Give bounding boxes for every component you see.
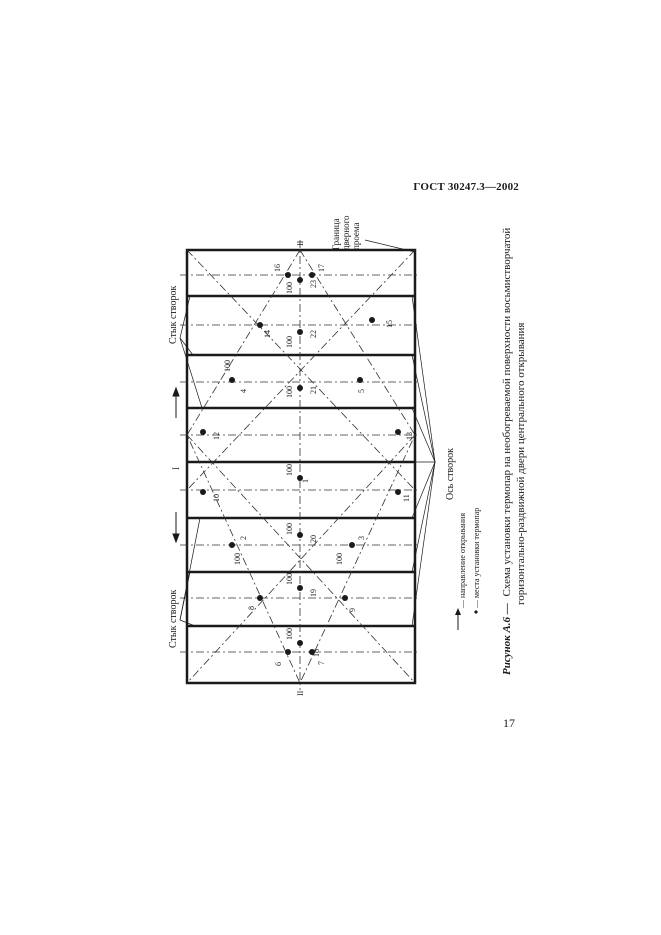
point-label: 7 bbox=[317, 661, 326, 665]
point-label: 11 bbox=[402, 494, 411, 502]
legend-arrow-text: — направление открывания bbox=[458, 513, 467, 609]
point-label: 13 bbox=[405, 432, 414, 440]
leader-lines bbox=[179, 239, 436, 627]
construction-lines bbox=[180, 240, 420, 690]
point-label: 4 bbox=[239, 389, 248, 393]
dim-label: 100 bbox=[285, 628, 294, 640]
legend: — направление открывания — места установ… bbox=[455, 508, 481, 630]
label-boundary-2: дверного bbox=[341, 215, 351, 250]
dim-label: 100 bbox=[285, 282, 294, 294]
caption-line2: горизонтально-раздвижной двери центральн… bbox=[515, 323, 527, 605]
dim-label: 100 bbox=[285, 464, 294, 476]
label-joint-left: Стык створок bbox=[168, 590, 179, 648]
section-I: I bbox=[171, 467, 181, 470]
leaf-joints bbox=[187, 294, 415, 628]
point-label: 2 bbox=[239, 536, 248, 540]
label-boundary-3: проема bbox=[351, 222, 361, 250]
point-label: 23 bbox=[309, 280, 318, 288]
point-labels: 1 2 3 4 5 6 7 8 9 10 11 12 13 14 15 16 1… bbox=[212, 264, 414, 666]
point-label: 10 bbox=[212, 494, 221, 502]
thermocouple-points bbox=[200, 272, 401, 655]
point-label: 6 bbox=[274, 662, 283, 666]
figure-caption: Рисунок А.6 — Схема установки термопар н… bbox=[501, 228, 527, 675]
point-label: 3 bbox=[357, 536, 366, 540]
point-label: 5 bbox=[357, 389, 366, 393]
dim-label: 100 bbox=[285, 573, 294, 585]
section-II-bottom: II bbox=[296, 690, 305, 696]
point-label: 22 bbox=[309, 330, 318, 338]
point-label: 17 bbox=[317, 264, 326, 272]
caption-label: Рисунок А.6 — bbox=[501, 603, 513, 675]
section-II-top: II bbox=[296, 240, 305, 246]
dim-label: 100 bbox=[223, 360, 232, 372]
standard-header: ГОСТ 30247.3—2002 bbox=[413, 181, 519, 193]
point-label: 12 bbox=[212, 432, 221, 440]
dim-label: 100 bbox=[285, 386, 294, 398]
opening-arrows bbox=[172, 386, 180, 544]
page-number: 17 bbox=[503, 716, 515, 730]
svg-text:Рисунок А.6 — Схема уста: Рисунок А.6 — Схема установки термопар н… bbox=[501, 228, 513, 675]
point-label: 1 bbox=[301, 479, 310, 483]
label-joint-right: Стык створок bbox=[168, 286, 179, 344]
point-label: 20 bbox=[309, 535, 318, 543]
caption-line1: Схема установки термопар на необогреваем… bbox=[501, 228, 513, 597]
point-label: 19 bbox=[309, 589, 318, 597]
point-label: 15 bbox=[385, 320, 394, 328]
point-label: 9 bbox=[348, 608, 357, 612]
dim-label: 100 bbox=[285, 523, 294, 535]
label-axis: Ось створок bbox=[445, 448, 456, 500]
point-label: 21 bbox=[309, 386, 318, 394]
dim-label: 100 bbox=[233, 553, 242, 565]
dimension-marks: 100 100 100 100 100 100 100 100 100 100 bbox=[223, 282, 344, 640]
point-label: 16 bbox=[273, 264, 282, 272]
point-label: 8 bbox=[247, 606, 256, 610]
dim-label: 100 bbox=[335, 553, 344, 565]
legend-dot-text: — места установки термопар bbox=[472, 508, 481, 609]
door-frame bbox=[185, 248, 417, 685]
point-label: 14 bbox=[263, 330, 272, 338]
point-label: 18 bbox=[312, 649, 321, 657]
dim-label: 100 bbox=[285, 336, 294, 348]
label-boundary-1: Граница bbox=[331, 218, 341, 250]
